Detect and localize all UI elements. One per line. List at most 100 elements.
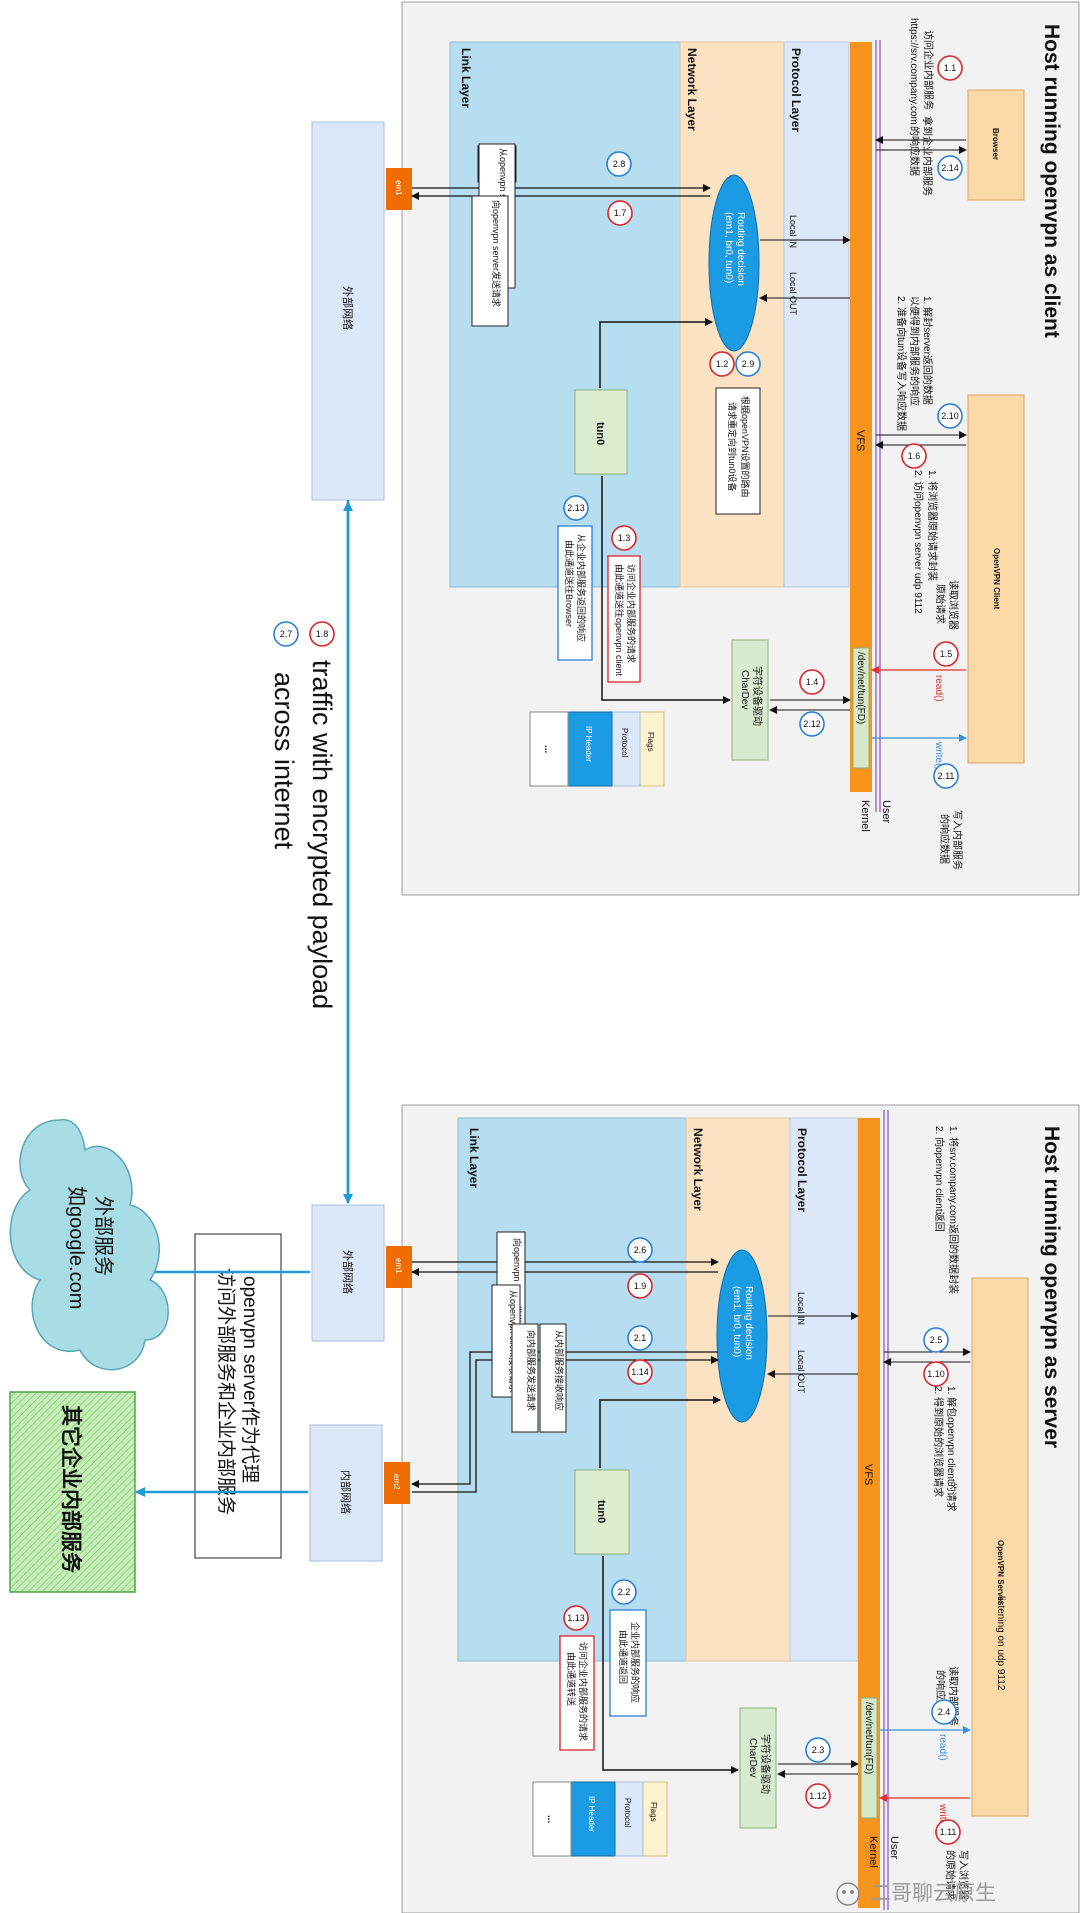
external-service-line2: 如google.com [65, 1186, 88, 1309]
client-read-label: read() [933, 675, 944, 702]
server-read-label: read() [937, 1734, 948, 1761]
badge-c-1-3-text: 1.3 [618, 533, 631, 543]
server-text-1-13a: 访问企业内部服务的请求 [578, 1642, 589, 1741]
server-local-in: Local IN [796, 1292, 806, 1325]
client-browser-label: Browser [991, 128, 1000, 160]
client-text-1-3a: 访问企业内部服务的请求 [626, 564, 637, 663]
badge-c-1-2 [709, 351, 735, 377]
client-text-1-6b: 2. 访问openvpn server udp 9112 [912, 470, 925, 614]
server-text-2-2a: 企业内部服务的响应 [630, 1622, 641, 1703]
watermark-icon-eye-2 [850, 1890, 854, 1894]
client-tun0-routing-path [599, 318, 713, 388]
badge-m-1-8 [309, 621, 335, 647]
server-title: Host running openvpn as server [1040, 1126, 1063, 1448]
server-text-2-5a: 1. 将srv.company.com返回的数据封装 [947, 1126, 960, 1294]
external-service-cloud [9, 1118, 169, 1371]
proxy-line2: 访问外部服务和企业内部服务 [215, 1268, 237, 1515]
server-dev-tun-label: /dev/net/tun(FD) [863, 1702, 874, 1774]
client-packet-rest-label: ... [542, 745, 553, 754]
client-external-network-label: 外部网络 [341, 286, 355, 330]
badge-c-2-12 [799, 711, 825, 737]
badge-c-1-1 [937, 55, 963, 81]
server-protocol-layer-label: Protocol Layer [795, 1128, 809, 1212]
client-nic-label: em1 [394, 180, 403, 196]
server-tun0-box [574, 1469, 630, 1555]
client-packet-rest [529, 711, 569, 787]
server-chardev-line1: 字符设备驱动 [759, 1734, 772, 1794]
server-write-label: write() [937, 1803, 948, 1832]
badge-s-1-14 [627, 1359, 653, 1385]
badge-s-1-11-text: 1.11 [940, 1827, 957, 1837]
client-dev-tun-label: /dev/net/tun(FD) [855, 652, 866, 724]
client-send-box-visible [471, 195, 509, 327]
badge-c-1-7 [607, 200, 633, 226]
badge-c-2-14 [937, 155, 963, 181]
watermark-icon-eye-1 [842, 1890, 846, 1894]
badge-s-1-12 [805, 1783, 831, 1809]
badge-s-2-4-text: 2.4 [938, 1707, 951, 1717]
server-host: Link Layer Network Layer Protocol Layer … [309, 1104, 1080, 1913]
badge-c-1-5-text: 1.5 [940, 649, 953, 659]
middle-line1: traffic with encrypted payload [307, 660, 337, 1009]
server-packet-rest [532, 1781, 572, 1857]
server-notes-21-114-visible: 从内部服务接收响应 向内部服务发送请求 [511, 1323, 567, 1433]
server-packet-ipheader-label: IP Header [587, 1796, 596, 1832]
server-packet-flags-label: Flags [649, 1802, 658, 1822]
middle-line2: across internet [269, 672, 299, 850]
badge-s-2-5 [923, 1327, 949, 1353]
client-packet-ipheader [567, 711, 613, 787]
client-openvpn-label: OpenVPN Client [992, 548, 1001, 610]
server-text-2-2b: 由此通道返回 [618, 1630, 629, 1684]
server-nic-em1 [386, 1246, 412, 1288]
server-internal-network-label: 内部网络 [339, 1470, 353, 1514]
client-tun0-chardev-path [601, 476, 731, 704]
client-dev-tun-box [852, 647, 870, 769]
server-nic-em2-label: em2 [392, 1474, 401, 1490]
badge-s-2-6 [627, 1237, 653, 1263]
client-text-2-10c: 2. 准备向tun设备写入响应数据 [895, 296, 908, 431]
server-internal-network-box [309, 1424, 383, 1562]
server-note-2-1-visible [539, 1323, 567, 1433]
badge-m-2-7 [273, 621, 299, 647]
server-nic-em1-label: em1 [394, 1258, 403, 1274]
server-chardev-line2: CharDev [747, 1738, 758, 1777]
server-text-1-13b: 由此通道转送 [566, 1652, 577, 1706]
badge-s-2-3-text: 2.3 [812, 1745, 825, 1755]
server-openvpn-box [971, 1277, 1029, 1817]
client-user-label: User [880, 800, 892, 824]
server-em2-routing-path [412, 1356, 719, 1493]
client-route-note-box [715, 387, 761, 515]
badge-c-2-14-text: 2.14 [941, 163, 959, 173]
server-external-network-label: 外部网络 [341, 1250, 355, 1294]
badge-s-2-3 [805, 1737, 831, 1763]
badge-s-1-11 [935, 1819, 961, 1845]
client-packet-ipheader-label: IP Header [584, 726, 593, 762]
server-protocol-layer [789, 1117, 859, 1662]
client-packet-protocol [611, 711, 641, 787]
client-text-route-a: 根据openVPN设置的路由 [740, 396, 751, 498]
badge-c-1-5 [933, 641, 959, 667]
client-vfs-label: VFS [854, 430, 866, 451]
client-chardev-box [731, 639, 769, 761]
client-chardev-line1: 字符设备驱动 [751, 666, 764, 726]
badge-c-2-13 [563, 495, 589, 521]
other-services-label: 其它企业内部服务 [59, 1405, 83, 1574]
server-note-1-14-visible [511, 1323, 539, 1433]
server-request-channel-box [559, 1635, 595, 1751]
client-host: Link Layer Network Layer Protocol Layer … [311, 1, 1080, 896]
client-link-layer-label: Link Layer [459, 48, 473, 108]
client-title: Host running openvpn as client [1040, 24, 1063, 338]
server-kernel-label: Kernel [867, 1836, 879, 1868]
server-packet-ipheader [570, 1781, 616, 1857]
server-text-2-1: 从内部服务接收响应 [554, 1330, 565, 1411]
server-tun0-chardev-path [602, 1556, 739, 1774]
badge-s-1-10-text: 1.10 [927, 1369, 945, 1379]
server-response-channel-box [609, 1609, 647, 1717]
client-tun0-box [574, 389, 628, 475]
client-text-2-14a: 拿到企业内部服务 [921, 116, 934, 196]
client-nic-em1 [386, 168, 412, 210]
badge-c-2-10-text: 2.10 [941, 411, 959, 421]
badge-c-1-6-text: 1.6 [908, 451, 921, 461]
other-services-box [9, 1391, 136, 1593]
badge-c-2-8-text: 2.8 [613, 159, 626, 169]
